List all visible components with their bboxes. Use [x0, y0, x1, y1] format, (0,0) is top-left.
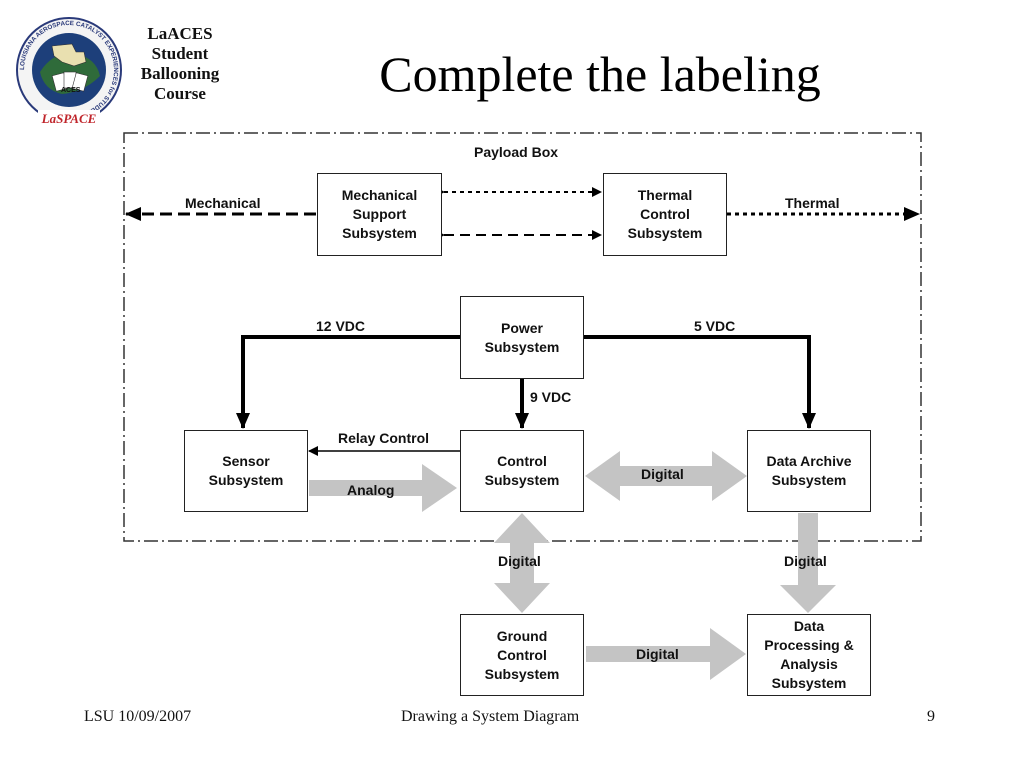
box-label-line: Subsystem [484, 338, 560, 355]
box-label-line: Power [500, 319, 543, 336]
ground-processing-digital-label: Digital [636, 646, 679, 662]
analog-arrow [309, 464, 457, 512]
box-label-line: Control [497, 453, 547, 469]
box-label-line: Support [352, 206, 407, 222]
power-5vdc-line [583, 335, 816, 429]
course-label-line: Ballooning [140, 64, 220, 83]
logo-center-text: ACES [61, 87, 81, 94]
power-5vdc-label: 5 VDC [694, 318, 736, 334]
control-archive-digital-label: Digital [641, 466, 684, 482]
box-label-line: Thermal [637, 187, 693, 203]
course-label-line: Student [151, 44, 209, 63]
box-label-line: Subsystem [208, 472, 284, 488]
control-ground-digital-label: Digital [498, 553, 541, 569]
footer-title: Drawing a System Diagram [401, 708, 580, 725]
control-archive-arrow [585, 451, 747, 501]
course-label-line: LaACES [147, 24, 213, 43]
ground-control-subsystem-box: Ground Control Subsystem [460, 614, 584, 696]
control-subsystem-box: Control Subsystem [460, 430, 584, 512]
box-label-line: Subsystem [771, 472, 847, 488]
box-label-line: Subsystem [627, 225, 703, 241]
mechanical-arrow-label: Mechanical [185, 195, 261, 211]
data-archive-subsystem-box: Data Archive Subsystem [747, 430, 871, 512]
box-label-line: Analysis [780, 656, 838, 672]
logo-brand-text: LaSPACE [41, 111, 97, 126]
mechanical-support-subsystem-box: Mechanical Support Subsystem [317, 173, 442, 256]
power-subsystem-box: Power Subsystem [460, 296, 584, 379]
course-label: LaACES Student Ballooning Course [128, 24, 232, 104]
box-label-line: Control [497, 646, 547, 663]
thermal-control-subsystem-box: Thermal Control Subsystem [603, 173, 727, 256]
power-12vdc-line [236, 335, 461, 429]
box-label-line: Ground [496, 627, 548, 644]
power-9vdc-label: 9 VDC [530, 389, 572, 405]
power-12vdc-label: 12 VDC [316, 318, 366, 334]
laspace-logo: LOUISIANA AEROSPACE CATALYST EXPERIENCES… [16, 17, 122, 126]
slide-title: Complete the labeling [379, 46, 821, 102]
box-label-line: Sensor [222, 453, 270, 469]
footer-date: LSU 10/09/2007 [84, 708, 192, 725]
ground-processing-arrow [586, 628, 746, 680]
relay-control-label: Relay Control [338, 430, 430, 446]
thermal-arrow-label: Thermal [785, 195, 840, 211]
box-label-line: Data Archive [766, 453, 852, 469]
payload-box-label: Payload Box [474, 144, 559, 160]
archive-processing-arrow [780, 513, 836, 613]
box-label-line: Control [640, 206, 690, 222]
analog-label: Analog [347, 482, 395, 498]
archive-processing-digital-label: Digital [784, 553, 827, 569]
page-number: 9 [927, 708, 935, 725]
course-label-line: Course [154, 84, 206, 103]
control-ground-arrow [494, 513, 550, 613]
box-label-line: Subsystem [771, 675, 847, 691]
box-label-line: Subsystem [484, 472, 560, 488]
box-label-line: Mechanical [341, 187, 418, 203]
box-label-line: Processing & [764, 637, 854, 653]
box-label-line: Subsystem [342, 225, 417, 241]
box-label-line: Data [793, 618, 825, 634]
sensor-subsystem-box: Sensor Subsystem [184, 430, 308, 512]
box-label-line: Subsystem [484, 665, 560, 682]
data-processing-analysis-subsystem-box: Data Processing & Analysis Subsystem [747, 614, 871, 696]
